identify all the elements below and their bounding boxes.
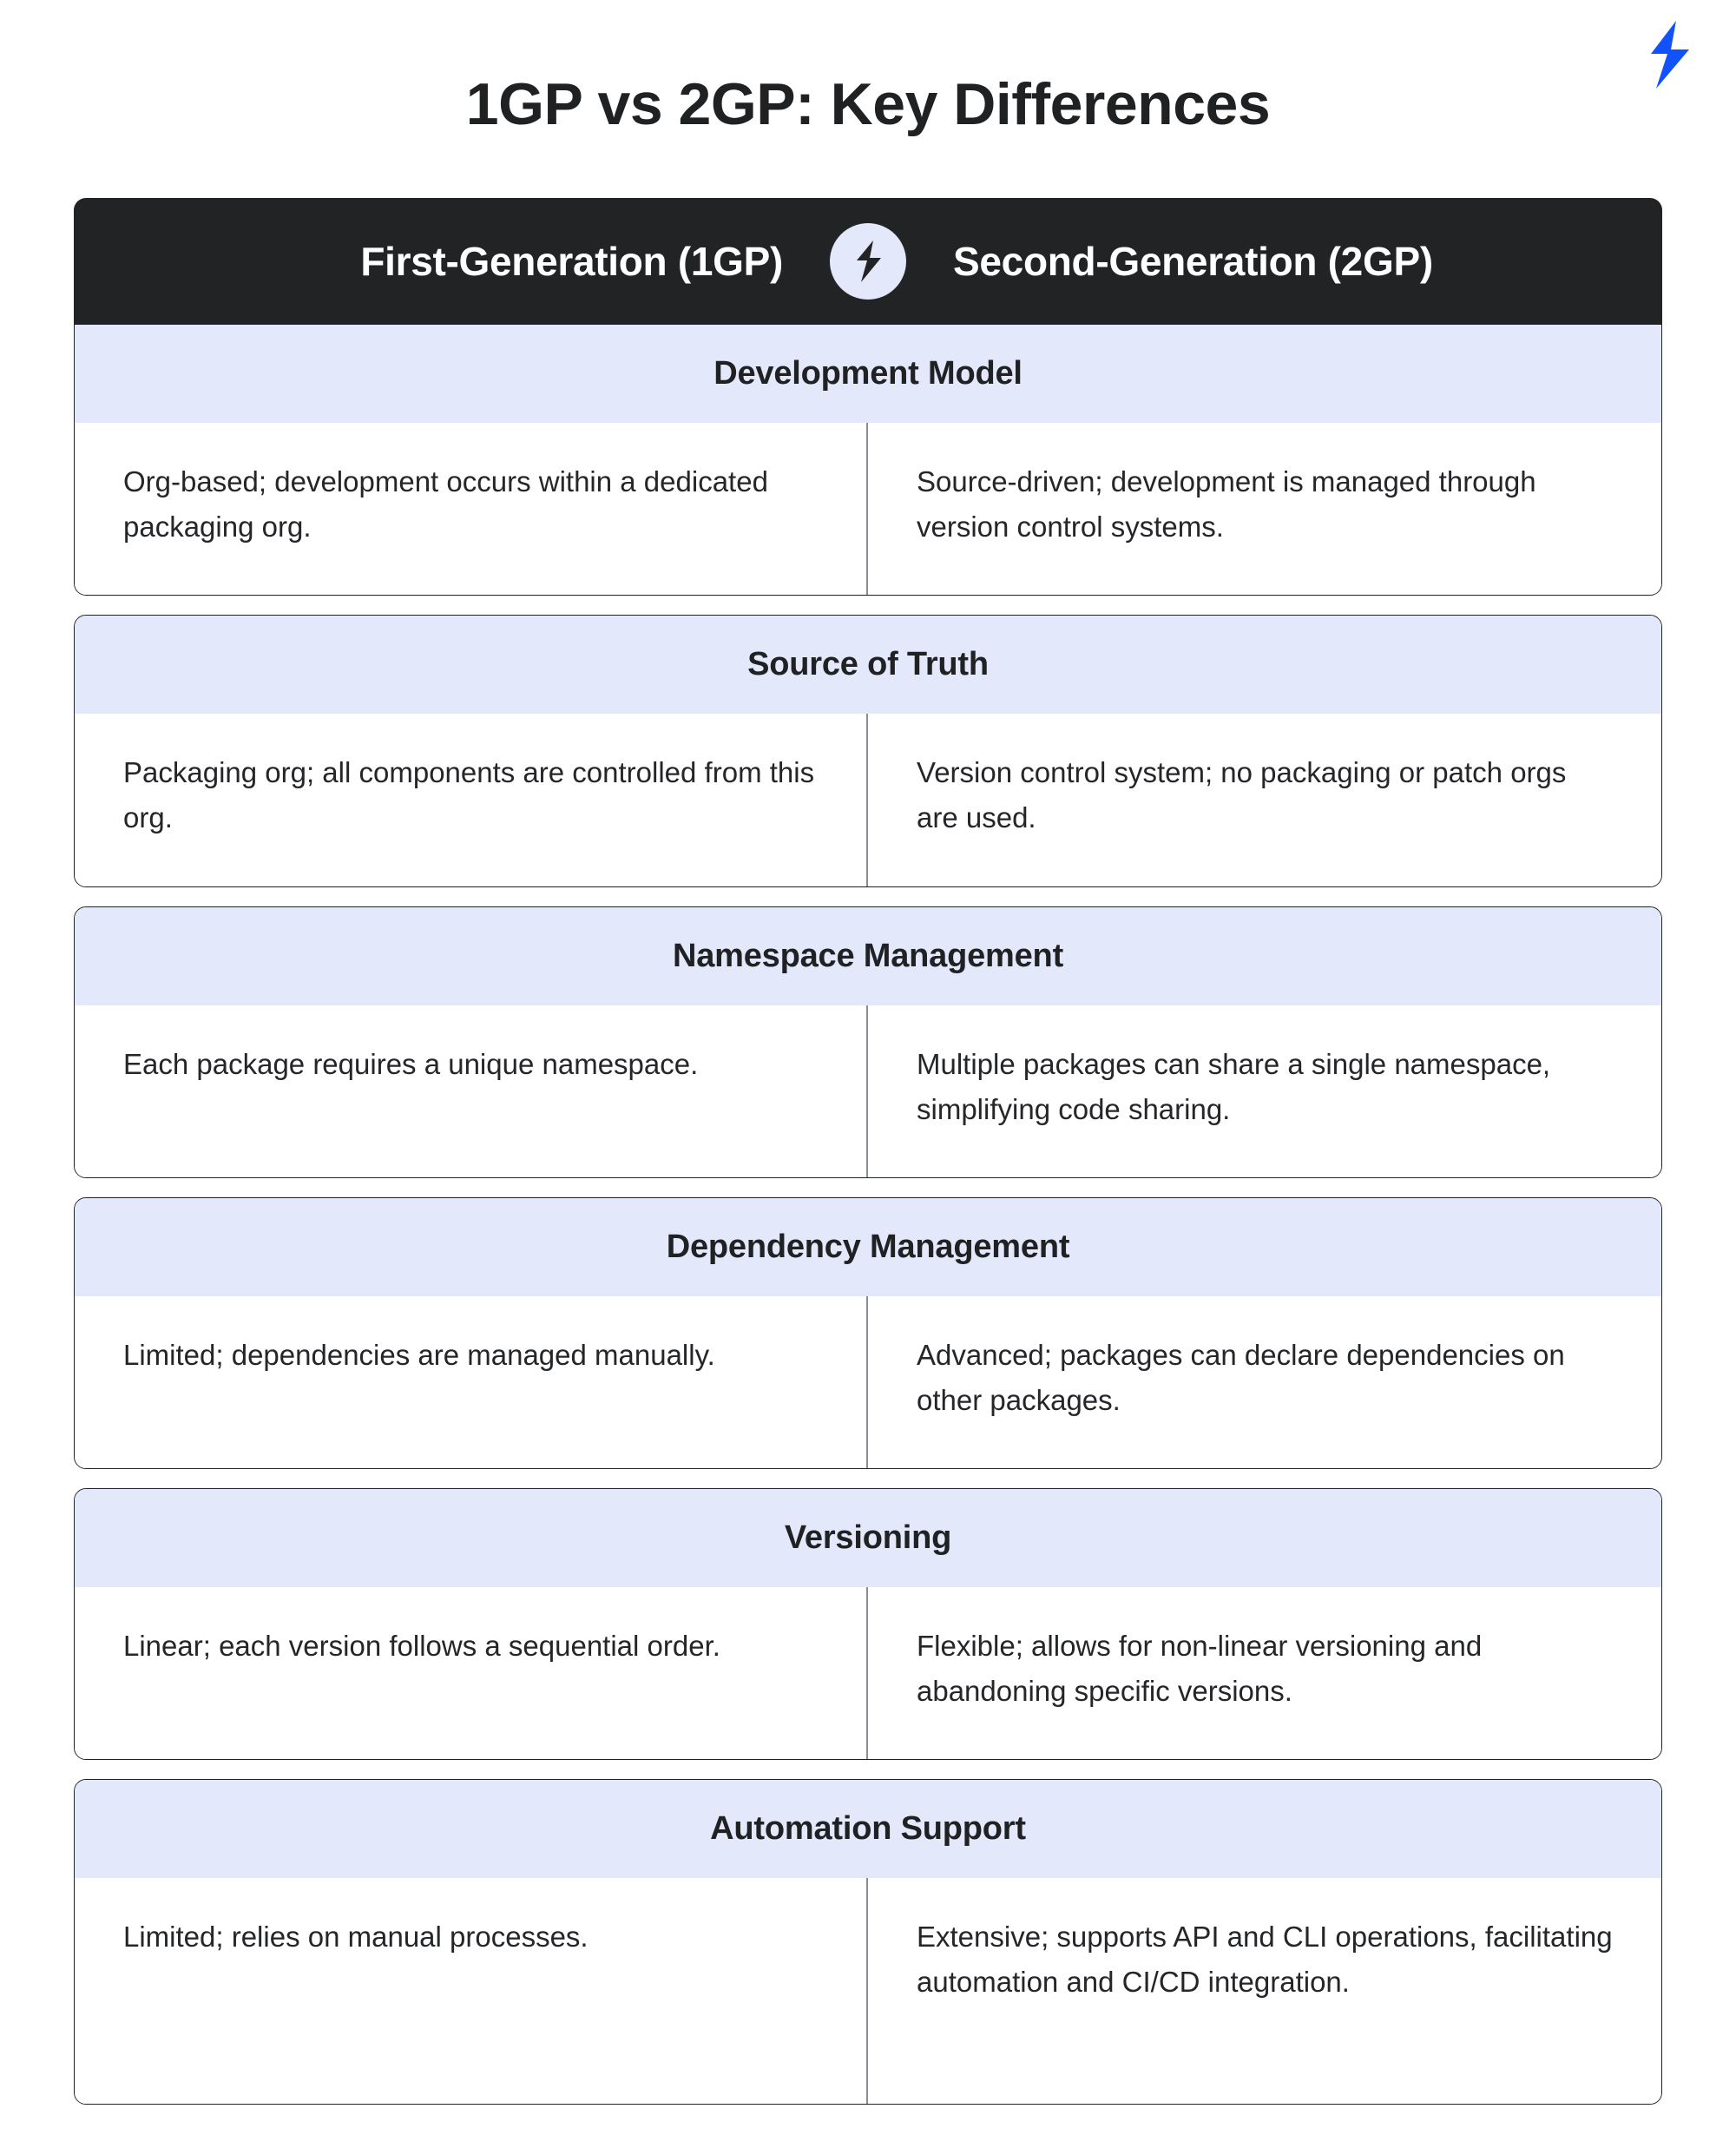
cell-2gp: Extensive; supports API and CLI operatio…	[917, 1921, 1613, 1999]
cell-1gp: Linear; each version follows a sequentia…	[75, 1587, 868, 1760]
comparison-section: Dependency Management Limited; dependenc…	[74, 1196, 1662, 1469]
cell-2gp: Source-driven; development is managed th…	[917, 465, 1536, 544]
cell-1gp: Packaging org; all components are contro…	[75, 714, 868, 886]
section-body: Each package requires a unique namespace…	[75, 1005, 1661, 1177]
page-title: 1GP vs 2GP: Key Differences	[465, 71, 1271, 137]
lightning-bolt-icon	[857, 241, 881, 282]
cell-1gp: Limited; dependencies are managed manual…	[75, 1295, 868, 1468]
brand-logo	[1641, 21, 1694, 89]
table-header: First-Generation (1GP) Second-Generation…	[74, 198, 1662, 325]
header-badge	[830, 223, 906, 300]
comparison-section: Source of Truth Packaging org; all compo…	[74, 615, 1662, 887]
comparison-table: First-Generation (1GP) Second-Generation…	[74, 198, 1662, 2124]
cell-1gp: Limited; relies on manual processes.	[75, 1878, 868, 2105]
column-header-1gp: First-Generation (1GP)	[360, 239, 783, 284]
comparison-section: Namespace Management Each package requir…	[74, 906, 1662, 1178]
section-body: Limited; dependencies are managed manual…	[75, 1295, 1661, 1468]
cell-1gp: Org-based; development occurs within a d…	[75, 423, 868, 596]
comparison-section: Automation Support Limited; relies on ma…	[74, 1779, 1662, 2105]
section-label: Automation Support	[75, 1780, 1661, 1879]
comparison-section: Development Model Org-based; development…	[74, 325, 1662, 596]
comparison-section: Versioning Linear; each version follows …	[74, 1488, 1662, 1761]
section-label: Namespace Management	[75, 906, 1661, 1005]
section-label: Versioning	[75, 1489, 1661, 1587]
lightning-bolt-icon	[1651, 21, 1689, 89]
cell-2gp: Multiple packages can share a single nam…	[917, 1047, 1551, 1125]
cell-1gp: Each package requires a unique namespace…	[75, 1005, 868, 1177]
section-body: Limited; relies on manual processes. Ext…	[75, 1878, 1661, 2105]
cell-2gp: Version control system; no packaging or …	[917, 756, 1567, 834]
cell-2gp: Advanced; packages can declare dependenc…	[917, 1338, 1565, 1416]
section-label: Source of Truth	[75, 616, 1661, 715]
section-label: Dependency Management	[75, 1197, 1661, 1296]
column-header-2gp: Second-Generation (2GP)	[953, 239, 1433, 284]
section-body: Org-based; development occurs within a d…	[75, 423, 1661, 596]
section-body: Packaging org; all components are contro…	[75, 714, 1661, 886]
cell-2gp: Flexible; allows for non-linear versioni…	[917, 1630, 1483, 1708]
section-body: Linear; each version follows a sequentia…	[75, 1587, 1661, 1760]
section-label: Development Model	[75, 325, 1661, 423]
